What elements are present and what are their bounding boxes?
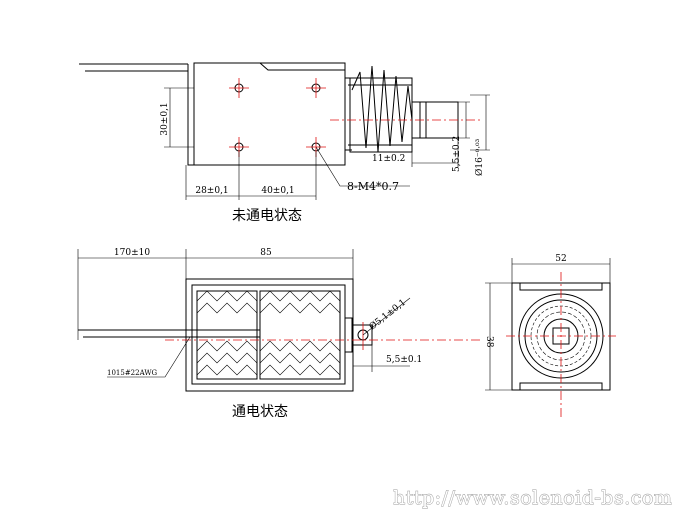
end-body — [511, 282, 611, 391]
dim-stroke: 5,5±0.1 — [386, 355, 422, 365]
dim-pitch-1: 28±0,1 — [195, 186, 228, 196]
body-top — [193, 62, 346, 166]
mounting-holes-top — [229, 78, 326, 157]
lead-wires-top — [79, 63, 188, 72]
dim-hole-dia: Ø5,1±0,1 — [367, 297, 408, 332]
body-top-edge — [194, 62, 345, 71]
dim-plunger-len: 11±0.2 — [372, 154, 405, 164]
caption-unpowered: 未通电状态 — [232, 208, 302, 224]
wire-spec: 1015#22AWG — [107, 369, 158, 377]
dim-height-end: 38 — [484, 336, 494, 348]
dim-width: 52 — [555, 254, 566, 264]
bracket-top — [187, 64, 195, 166]
dim-pitch-2: 40±0,1 — [261, 186, 294, 196]
dim-screw: 8-M4*0.7 — [347, 180, 399, 193]
coil-winding — [196, 290, 341, 380]
watermark-url: http://www.solenoid-bs.com — [393, 487, 672, 509]
side-view: 170±10 85 Ø5,1±0,1 5,5±0.1 1015#22AWG 通电… — [77, 248, 480, 420]
dim-plunger-dia: 5,5±0.2 — [452, 136, 462, 172]
dim-height: 30±0,1 — [160, 102, 170, 135]
dim-flange-dia: Ø16⁻⁰·⁰³ — [474, 138, 485, 176]
dim-body-len: 85 — [260, 248, 272, 258]
lead-wires-side — [78, 329, 260, 338]
caption-powered: 通电状态 — [232, 404, 288, 420]
plunger-side — [344, 317, 373, 353]
body-side — [185, 278, 354, 392]
dim-wire-len: 170±10 — [114, 248, 150, 258]
top-view: 30±0,1 28±0,1 40±0,1 8-M4*0.7 11±0.2 5,5… — [79, 62, 490, 224]
spring-coil — [351, 65, 413, 153]
end-view: 52 38 — [484, 254, 616, 418]
